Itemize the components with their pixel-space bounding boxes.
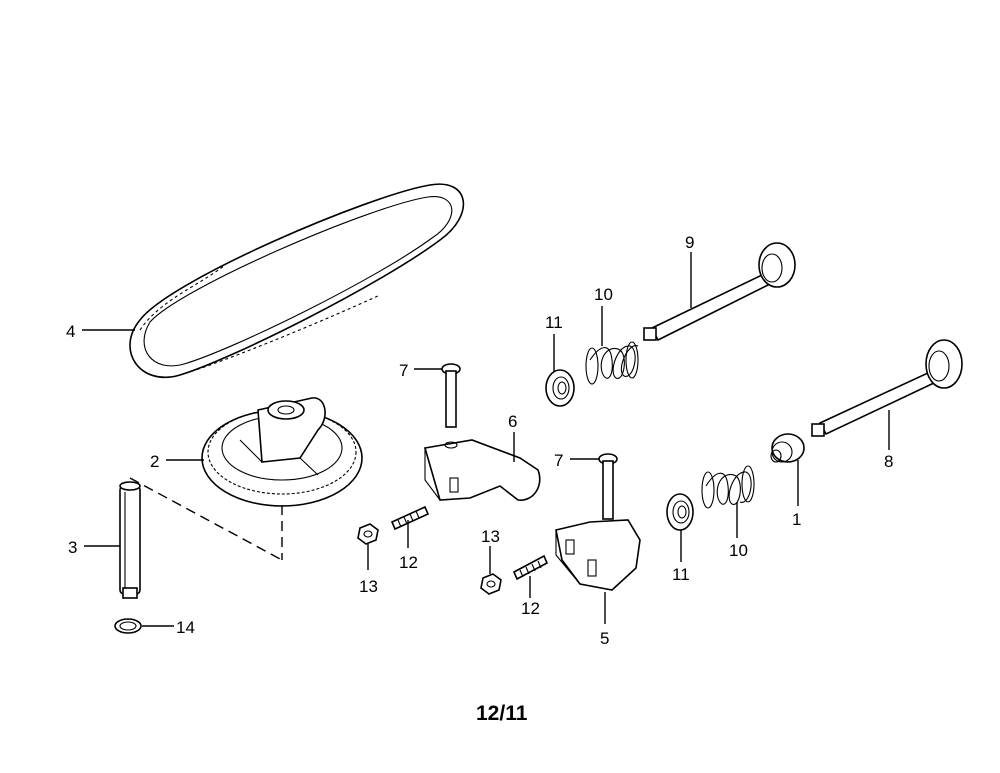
callout-labels: 4 2 3 14 7 6 12 13 11 10 9 7 13 12 5 11 … — [66, 233, 893, 648]
adjust-screw-lower — [512, 554, 549, 581]
callout-13-lower: 13 — [481, 527, 500, 546]
callout-7-upper: 7 — [399, 361, 408, 380]
timing-belt — [129, 183, 465, 378]
callout-11-upper: 11 — [545, 313, 563, 332]
leader-lines — [82, 252, 890, 627]
camshaft-pulley — [201, 397, 363, 507]
callout-3: 3 — [68, 538, 77, 557]
callout-2: 2 — [150, 452, 159, 471]
bolt-upper — [441, 363, 461, 428]
callout-8: 8 — [884, 452, 893, 471]
valve-upper — [643, 242, 796, 342]
page-number: 12/11 — [476, 702, 528, 725]
rocker-arm-lower — [555, 519, 641, 591]
callout-1: 1 — [792, 510, 801, 529]
bolt-lower — [598, 453, 618, 520]
valve-spring-upper — [585, 341, 639, 385]
valve-stem-seal — [770, 433, 805, 463]
alignment-lines — [129, 477, 283, 561]
valve-spring-lower — [701, 465, 755, 509]
callout-6: 6 — [508, 412, 517, 431]
washer — [114, 618, 142, 634]
callout-11-lower: 11 — [672, 565, 690, 584]
callout-10-lower: 10 — [729, 541, 748, 560]
spring-retainer-lower — [666, 493, 694, 531]
nut-lower — [480, 573, 502, 595]
shaft-pin — [119, 481, 141, 599]
callout-14: 14 — [176, 618, 195, 637]
callout-9: 9 — [685, 233, 694, 252]
callout-4: 4 — [66, 322, 75, 341]
nut-upper — [357, 523, 379, 545]
callout-12-lower: 12 — [521, 599, 540, 618]
rocker-arm-upper — [423, 439, 541, 501]
callout-13-upper: 13 — [359, 577, 378, 596]
valve-lower — [811, 339, 963, 437]
callout-10-upper: 10 — [594, 285, 613, 304]
adjust-screw-upper — [390, 505, 430, 531]
callout-5: 5 — [600, 629, 609, 648]
callout-12-upper: 12 — [399, 553, 418, 572]
callout-7-lower: 7 — [554, 451, 563, 470]
spring-retainer-upper — [545, 369, 575, 407]
